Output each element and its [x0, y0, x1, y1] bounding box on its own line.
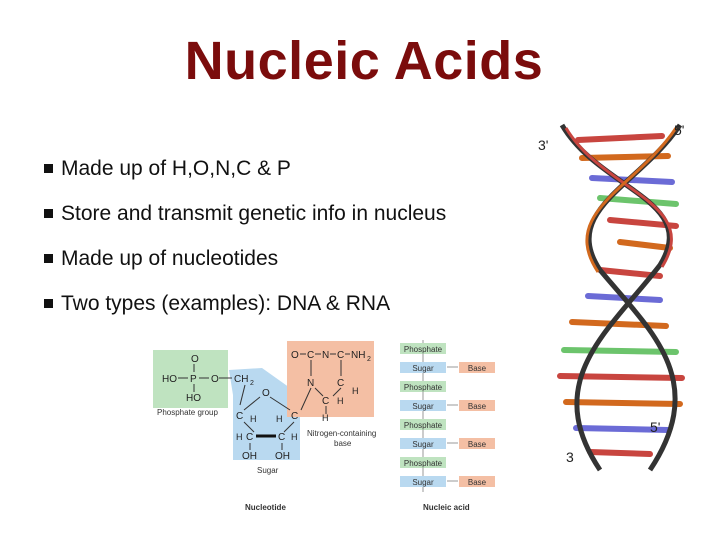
base-block	[459, 438, 495, 449]
atom-o-right: O	[211, 374, 219, 385]
bond	[283, 421, 295, 433]
sugar-block	[400, 400, 446, 411]
atom-c: C	[337, 350, 344, 361]
nucleotide-caption: Nucleotide	[245, 503, 286, 512]
slide-title: Nucleic Acids	[184, 31, 544, 91]
atom-h: H	[352, 386, 359, 396]
atom-c3: C	[278, 432, 285, 443]
atom-c: C	[322, 396, 329, 407]
atom-h: H	[291, 432, 298, 442]
bond	[332, 387, 342, 397]
bond	[269, 396, 291, 411]
atom-oh: OH	[275, 451, 290, 462]
strand-end-label: 5'	[674, 122, 684, 138]
strand-end-label: 3	[566, 449, 574, 465]
atom-n: N	[307, 378, 314, 389]
square-bullet-icon	[44, 299, 53, 308]
atom-n: N	[322, 350, 329, 361]
sugar-block	[400, 438, 446, 449]
atom-c2: C	[246, 432, 253, 443]
sugar-region	[229, 368, 300, 460]
atom-h: H	[276, 414, 283, 424]
bond	[243, 421, 255, 433]
bullet-list: Made up of H,O,N,C & P Store and transmi…	[44, 146, 446, 326]
sugar-label: Sugar	[412, 364, 434, 373]
atom-p: P	[190, 374, 197, 385]
bullet-item: Two types (examples): DNA & RNA	[44, 281, 446, 326]
phosphate-block	[400, 457, 446, 468]
sugar-block	[400, 476, 446, 487]
bond	[243, 396, 261, 411]
bullet-item: Store and transmit genetic info in nucle…	[44, 191, 446, 236]
atom-o-top: O	[191, 354, 199, 365]
strand-end-label: 3'	[538, 137, 548, 153]
sugar-label: Sugar	[257, 466, 279, 475]
bullet-item: Made up of H,O,N,C & P	[44, 146, 446, 191]
bullet-text: Made up of H,O,N,C & P	[61, 156, 291, 180]
sugar-block	[400, 362, 446, 373]
base-label: Base	[468, 440, 487, 449]
bond	[314, 387, 324, 397]
atom-c: C	[337, 378, 344, 389]
bond	[300, 387, 312, 411]
atom-c4: C	[291, 411, 298, 422]
phosphate-label: Phosphate	[404, 345, 443, 354]
base-label: Base	[468, 478, 487, 487]
base-label-line1: Nitrogen-containing	[307, 429, 376, 438]
base-block	[459, 476, 495, 487]
atom-o: O	[291, 350, 299, 361]
atom-c1: C	[236, 411, 243, 422]
atom-oh: OH	[242, 451, 257, 462]
atom-ho: HO	[162, 374, 177, 385]
phosphate-group-label: Phosphate group	[157, 408, 218, 417]
bullet-text: Made up of nucleotides	[61, 246, 279, 270]
atom-nh: NH	[351, 350, 365, 361]
sugar-label: Sugar	[412, 478, 434, 487]
nucleic-acid-caption: Nucleic acid	[423, 503, 470, 512]
atom-h: H	[337, 396, 344, 406]
strand-end-label: 5'	[650, 419, 660, 435]
atom-ch2-subscript: 2	[250, 380, 254, 387]
base-label: Base	[468, 364, 487, 373]
bullet-text: Two types (examples): DNA & RNA	[61, 291, 391, 315]
bullet-text: Store and transmit genetic info in nucle…	[61, 201, 447, 225]
phosphate-label: Phosphate	[404, 459, 443, 468]
helix-backbone-strand	[564, 127, 673, 268]
atom-ring-o: O	[262, 388, 270, 399]
phosphate-label: Phosphate	[404, 383, 443, 392]
helix-backbone-strand	[585, 127, 678, 273]
base-block	[459, 400, 495, 411]
bond	[239, 384, 246, 406]
base-block	[459, 362, 495, 373]
square-bullet-icon	[44, 164, 53, 173]
base-label: Base	[468, 402, 487, 411]
atom-h: H	[322, 413, 329, 423]
base-label-line2: base	[334, 439, 352, 448]
atom-c: C	[307, 350, 314, 361]
phosphate-group-box	[153, 350, 228, 408]
phosphate-block	[400, 343, 446, 354]
atom-ho-bottom: HO	[186, 393, 201, 404]
sugar-label: Sugar	[412, 402, 434, 411]
atom-nh2-subscript: 2	[367, 356, 371, 363]
square-bullet-icon	[44, 254, 53, 263]
phosphate-label: Phosphate	[404, 421, 443, 430]
phosphate-block	[400, 419, 446, 430]
atom-h: H	[236, 432, 243, 442]
square-bullet-icon	[44, 209, 53, 218]
atom-h: H	[250, 414, 257, 424]
phosphate-block	[400, 381, 446, 392]
bullet-item: Made up of nucleotides	[44, 236, 446, 281]
atom-ch: CH	[234, 374, 248, 385]
sugar-label: Sugar	[412, 440, 434, 449]
